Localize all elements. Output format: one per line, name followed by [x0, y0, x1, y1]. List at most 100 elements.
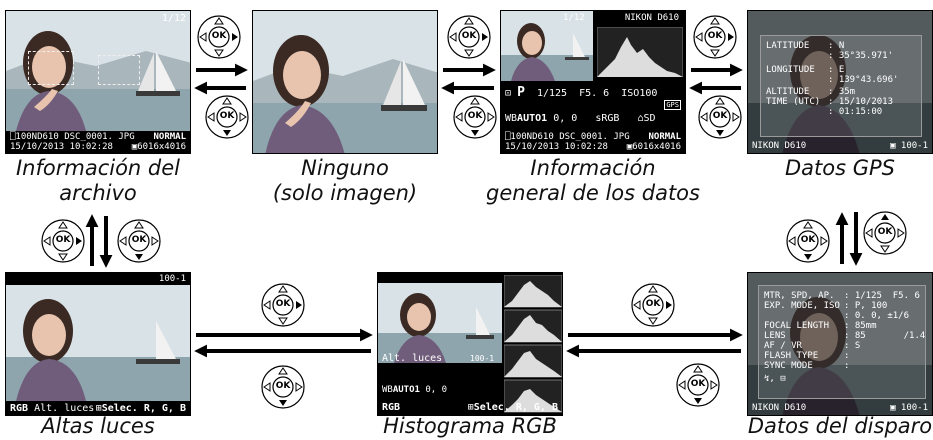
histogram-blue [504, 389, 562, 412]
shooting-values: : 1/125 F5. 6 : P, 100 : 0. 0, ±1/6 : 85… [844, 291, 926, 371]
gps-altitude-label: ALTITUDE [766, 87, 810, 97]
color-space: sRGB [595, 113, 620, 124]
dial-left-2: OK [452, 94, 498, 144]
dial-ok-label: OK [219, 111, 235, 121]
image-size-text: 6016x4016 [137, 142, 186, 152]
sample-photo-thumb [378, 283, 502, 363]
caption-file-info: Información del archivo [15, 156, 180, 205]
caption-highlights: Altas luces [41, 414, 155, 438]
file-name-text: 100ND610 DSC_0001. JPG [15, 132, 135, 142]
folder-number: ▣ 100-1 [890, 403, 928, 413]
channel-select-text: Selec. R, G, B [101, 403, 186, 414]
shooting-info-panel [758, 285, 926, 399]
frame-counter: 1/12 [161, 13, 186, 24]
histogram-red [504, 315, 562, 342]
file-name: ⎕100ND610 DSC_0001. JPG [505, 132, 630, 142]
image-size-text: 6016x4016 [632, 142, 681, 152]
image-size: ▣6016x4016 [132, 142, 186, 152]
dial-ok-label: OK [707, 31, 723, 41]
thumbnail-dial-icon: ⊞ [95, 403, 102, 414]
flash-icons: ↯, ⊟ [764, 374, 786, 384]
wb-value: AUTO1 [517, 113, 548, 124]
folder-number-text: 100-1 [900, 141, 928, 151]
metering-icon: ⊡ [505, 88, 512, 99]
histogram-green [504, 351, 562, 377]
fx-icon: ▣ [890, 403, 896, 413]
dial-ok-label: OK [275, 299, 291, 309]
screen-overview: 1/12 NIKON D610 ⊡ P 1/125 F5. 6 ISO100 8… [500, 10, 686, 154]
wb-icon: WB [382, 385, 393, 395]
caption-rgb-histogram: Histograma RGB [383, 414, 557, 438]
histogram-stack [504, 275, 562, 413]
dial-left-vertical-1: OK [40, 218, 86, 268]
wb-fine: 0, 0 [425, 385, 448, 395]
wb-value: AUTO1 [392, 385, 420, 395]
dial-ok-label: OK [645, 299, 661, 309]
dial-ok-label: OK [211, 31, 227, 41]
folder-number: 100-1 [470, 354, 495, 363]
caption-gps: Datos GPS [784, 156, 895, 180]
size-icon: ▣ [626, 142, 633, 152]
dial-ok-label: OK [55, 235, 71, 245]
file-name: ⎕100ND610 DSC_0001. JPG [10, 132, 135, 142]
frame-counter: 1/12 [563, 13, 585, 23]
file-datetime: 15/10/2013 10:02:28 [505, 142, 608, 152]
dial-bottom-right-5: OK [630, 282, 676, 332]
screen-file-info: 1/12 ⎕100ND610 DSC_0001. JPG 15/10/2013 … [5, 10, 191, 154]
dial-right-1: OK [196, 14, 242, 64]
channel-select-hint: ⊞Selec. R, G, B [468, 402, 558, 413]
exposure-mode: P [517, 85, 525, 100]
gps-info-panel [760, 35, 922, 137]
gps-latitude-value: : N : 35°35.971' [828, 41, 894, 61]
sample-photo [748, 11, 932, 153]
highlights-title: Alt. luces [34, 403, 95, 414]
caption-overview: Información general de los datos [486, 156, 700, 205]
dial-bottom-right-4: OK [260, 282, 306, 332]
dial-ok-label: OK [467, 111, 483, 121]
dial-right-2: OK [446, 14, 492, 64]
focus-box-right [98, 55, 140, 85]
fx-icon: ▣ [890, 141, 896, 151]
caption-none: Ninguno (solo imagen) [272, 156, 418, 205]
iso-icon: ISO [621, 88, 640, 99]
dial-ok-label: OK [800, 235, 816, 245]
folder-icon: ⎕ [505, 132, 511, 142]
luminance-histogram [597, 27, 683, 77]
channel-select-text: Selec. R, G, B [473, 402, 558, 413]
gps-time-value: : 15/10/2013 : 01:15:00 [828, 97, 894, 117]
gps-time-label: TIME (UTC) [766, 97, 821, 107]
folder-number: 100-1 [158, 274, 186, 284]
shooting-summary-row: ⊡ P 1/125 F5. 6 ISO100 85mm [505, 85, 685, 100]
dial-right-vertical-2: OK [862, 210, 908, 260]
picture-control-icon: ⌂ [637, 113, 644, 124]
channel-select-hint: ⊞Selec. R, G, B [96, 403, 186, 414]
dial-left-vertical-2: OK [116, 218, 162, 268]
file-datetime: 15/10/2013 10:02:28 [10, 142, 113, 152]
folder-number: ▣ 100-1 [890, 141, 928, 151]
picture-control: SD [643, 113, 656, 124]
gps-longitude-label: LONGITUDE [766, 65, 815, 75]
screen-rgb-histogram: Alt. luces 100-1 WBAUTO1 0, 0 RGB ⊞Selec… [377, 272, 563, 416]
aperture: F5. 6 [579, 88, 610, 99]
sample-photo [253, 11, 437, 153]
dial-right-3: OK [692, 14, 738, 64]
dial-left-3: OK [697, 94, 743, 144]
dial-ok-label: OK [131, 235, 147, 245]
gps-badge: GPS [664, 100, 681, 110]
shooting-labels: MTR, SPD, AP. EXP. MODE, ISO FOCAL LENGT… [764, 291, 840, 371]
wb-row: WBAUTO1 0, 0 [382, 385, 447, 395]
dial-bottom-left-4: OK [260, 364, 306, 414]
image-quality: NORMAL [153, 132, 186, 142]
histogram-shape [597, 37, 683, 77]
channel-label: RGB [382, 402, 401, 413]
iso-value: 100 [639, 88, 658, 99]
screen-gps: LATITUDE : N : 35°35.971' LONGITUDE : E … [747, 10, 933, 154]
image-size: ▣6016x4016 [627, 142, 681, 152]
sample-photo [6, 285, 190, 401]
dial-left-1: OK [204, 94, 250, 144]
gps-altitude-value: : 35m [828, 87, 856, 97]
dial-ok-label: OK [877, 227, 893, 237]
shutter-speed: 1/125 [536, 88, 568, 99]
gps-longitude-value: : E : 139°43.696' [828, 65, 899, 85]
file-name-text: 100ND610 DSC_0001. JPG [510, 132, 630, 142]
